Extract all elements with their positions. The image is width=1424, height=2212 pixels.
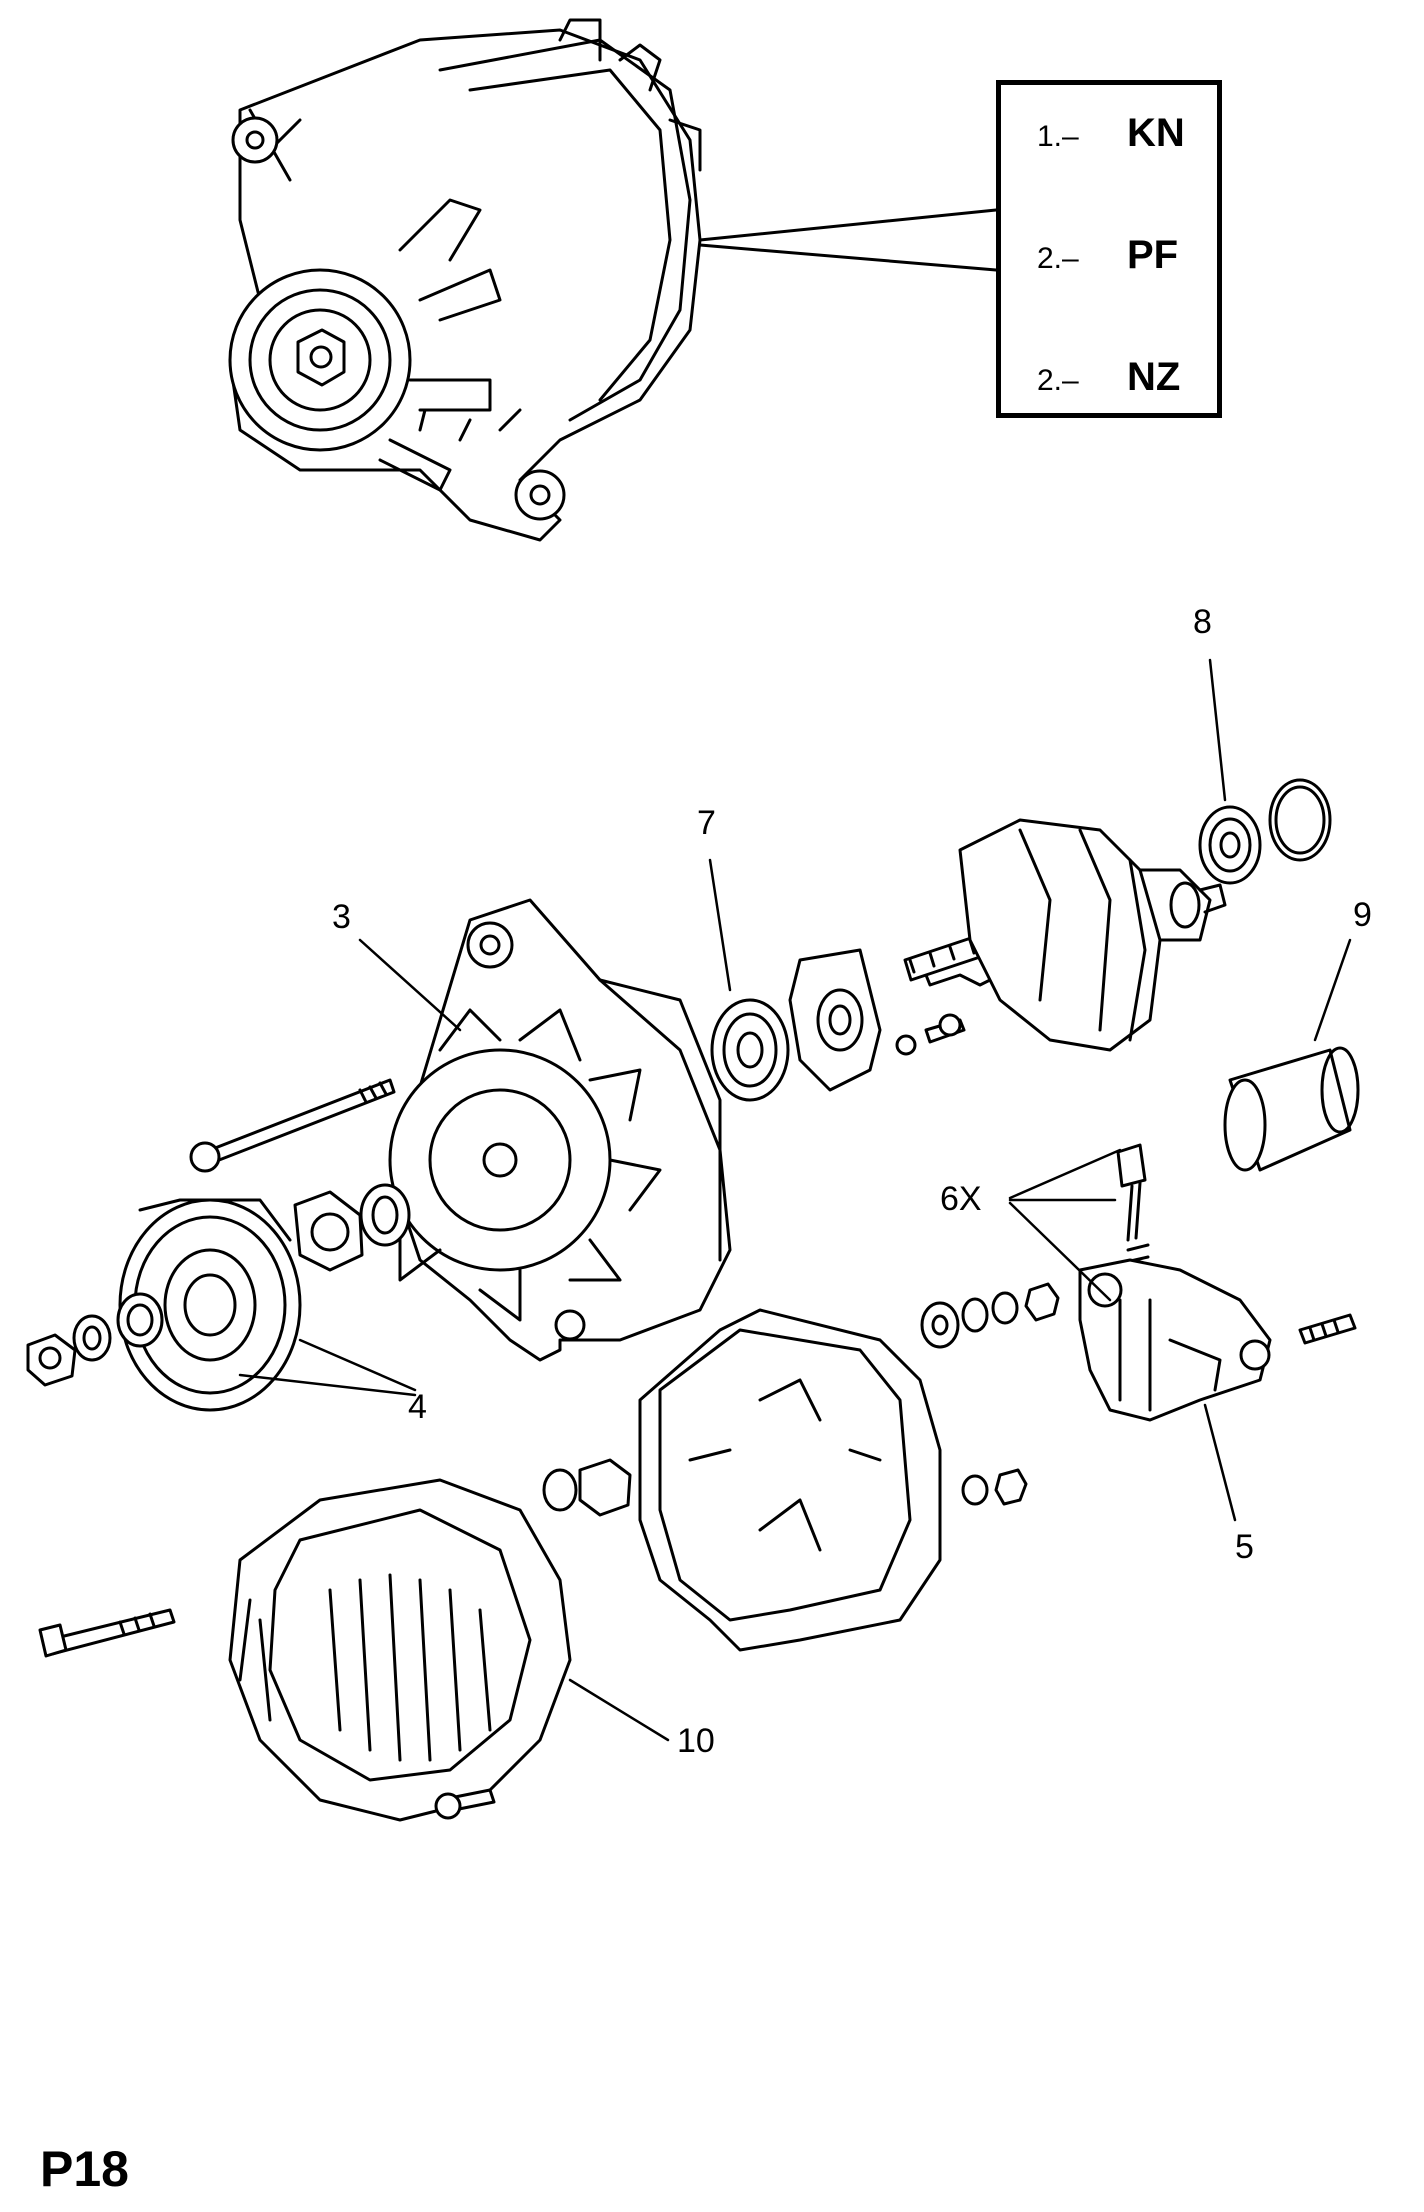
part-slip-ring-housing [542, 1308, 942, 1652]
callout-6x: 6X [940, 1180, 982, 1218]
callout-3: 3 [332, 898, 351, 936]
legend-row: 2.– PF [1037, 233, 1178, 281]
part-sleeve [1223, 1046, 1360, 1172]
assembled-alternator [228, 18, 702, 542]
callout-4: 4 [408, 1388, 427, 1426]
part-regulator [1078, 1258, 1357, 1422]
callout-10: 10 [677, 1722, 715, 1760]
variant-legend: 1.– KN 2.– PF 2.– NZ [996, 80, 1222, 418]
legend-leader-lines [698, 208, 998, 272]
legend-qty: 1.– [1037, 120, 1079, 153]
legend-code: PF [1127, 233, 1179, 277]
part-pulley [26, 1198, 302, 1412]
part-terminal-hardware [920, 1282, 1060, 1506]
callout-5: 5 [1235, 1528, 1254, 1566]
callout-8: 8 [1193, 603, 1212, 641]
callout-9: 9 [1353, 896, 1372, 934]
legend-code: NZ [1127, 355, 1181, 399]
callout-7: 7 [697, 804, 716, 842]
part-rotor [903, 818, 1227, 1052]
part-bearing-retainer [710, 948, 966, 1102]
legend-qty: 2.– [1037, 242, 1079, 275]
legend-row: 1.– KN [1037, 111, 1185, 159]
legend-qty: 2.– [1037, 364, 1079, 397]
part-stator [38, 1478, 572, 1822]
part-fan-washers [293, 1183, 411, 1272]
legend-row: 2.– NZ [1037, 355, 1180, 403]
callout-leaders [238, 658, 1352, 1742]
legend-code: KN [1127, 111, 1185, 155]
part-drive-end-housing [388, 898, 732, 1362]
page-code: P18 [40, 2141, 129, 2197]
part-through-bolt [189, 1078, 396, 1173]
part-rear-bearing [1198, 778, 1332, 885]
